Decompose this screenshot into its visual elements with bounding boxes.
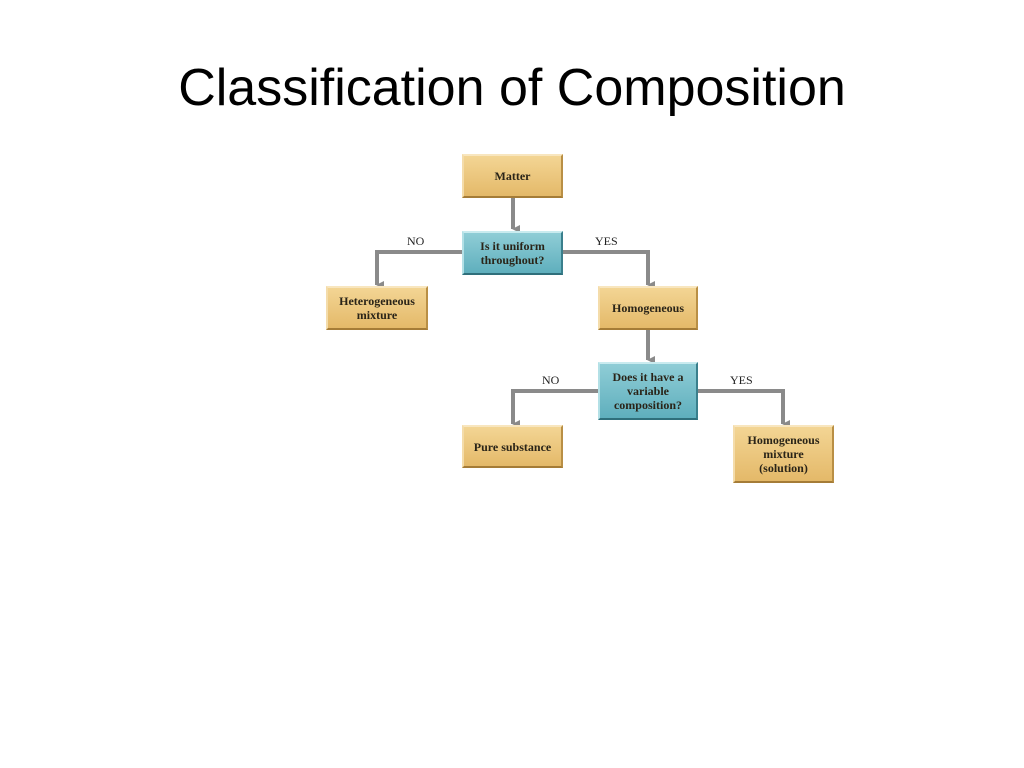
node-pure-substance: Pure substance — [462, 425, 563, 468]
node-question-uniform: Is it uniform throughout? — [462, 231, 563, 275]
edge-label-uniform-yes: YES — [595, 234, 618, 248]
edge-label-variable-yes: YES — [730, 373, 753, 387]
node-homogeneous-mixture-solution: Homogeneous mixture (solution) — [733, 425, 834, 483]
edge-label-uniform-no: NO — [407, 234, 425, 248]
slide-title: Classification of Composition — [178, 59, 846, 117]
connector-uniform-yes — [563, 250, 655, 289]
connector-uniform-no — [375, 250, 462, 289]
connector-variable-no — [511, 389, 598, 428]
edge-label-variable-no: NO — [542, 373, 560, 387]
node-question-variable: Does it have a variable composition? — [598, 362, 698, 420]
node-matter: Matter — [462, 154, 563, 198]
node-homogeneous: Homogeneous — [598, 286, 698, 330]
connector-variable-yes — [698, 389, 790, 428]
node-heterogeneous-mixture: Heterogeneous mixture — [326, 286, 428, 330]
